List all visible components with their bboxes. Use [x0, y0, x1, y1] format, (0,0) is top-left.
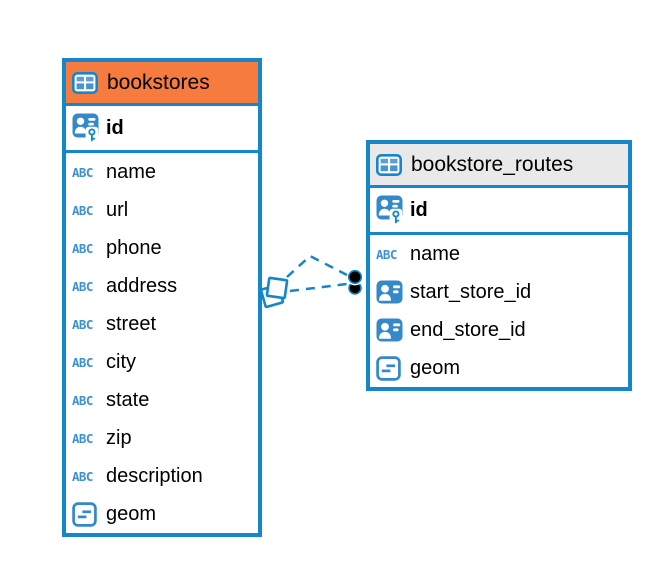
column-row-start_store_id[interactable]: start_store_id	[370, 273, 628, 311]
svg-text:ABC: ABC	[72, 393, 93, 408]
column-list: id ABC name ABC url ABC phone ABC addres…	[66, 106, 258, 533]
column-row-phone[interactable]: ABC phone	[66, 229, 258, 267]
table-icon	[72, 71, 98, 94]
person-reference-icon	[376, 318, 410, 342]
column-row-state[interactable]: ABC state	[66, 381, 258, 419]
column-row-url[interactable]: ABC url	[66, 191, 258, 229]
table-icon	[376, 153, 402, 176]
svg-text:ABC: ABC	[72, 317, 93, 332]
column-name: state	[106, 388, 150, 411]
column-row-id[interactable]: id	[66, 106, 258, 153]
column-row-address[interactable]: ABC address	[66, 267, 258, 305]
column-name: id	[410, 198, 428, 221]
column-row-end_store_id[interactable]: end_store_id	[370, 311, 628, 349]
column-row-name[interactable]: ABC name	[66, 153, 258, 191]
primary-key-person-icon	[72, 113, 106, 144]
geometry-icon	[72, 501, 106, 527]
primary-key-person-icon	[376, 195, 410, 226]
svg-text:ABC: ABC	[376, 247, 397, 262]
table-bookstore-routes[interactable]: bookstore_routes id ABC name start_store…	[366, 140, 632, 391]
many-end-marker[interactable]	[259, 276, 289, 309]
text-abc-icon: ABC	[72, 164, 106, 181]
column-name: end_store_id	[410, 318, 526, 341]
column-name: url	[106, 198, 129, 221]
relationship-line-lower[interactable]	[289, 282, 348, 293]
text-abc-icon: ABC	[72, 202, 106, 219]
column-name: id	[106, 116, 124, 139]
svg-text:ABC: ABC	[72, 165, 93, 180]
relationship-line-upper[interactable]	[286, 254, 350, 278]
text-abc-icon: ABC	[72, 392, 106, 409]
one-end-marker[interactable]	[346, 268, 364, 295]
text-abc-icon: ABC	[72, 278, 106, 295]
column-name: start_store_id	[410, 280, 532, 303]
text-abc-icon: ABC	[72, 354, 106, 371]
column-name: description	[106, 464, 203, 487]
column-name: city	[106, 350, 136, 373]
text-abc-icon: ABC	[72, 316, 106, 333]
column-row-zip[interactable]: ABC zip	[66, 419, 258, 457]
column-row-id[interactable]: id	[370, 188, 628, 235]
column-name: name	[106, 160, 157, 183]
column-row-name[interactable]: ABC name	[370, 235, 628, 273]
column-name: street	[106, 312, 157, 335]
svg-text:ABC: ABC	[72, 469, 93, 484]
column-name: name	[410, 242, 461, 265]
table-title: bookstore_routes	[411, 152, 574, 176]
text-abc-icon: ABC	[72, 468, 106, 485]
svg-text:ABC: ABC	[72, 241, 93, 256]
table-bookstores[interactable]: bookstores id ABC name ABC url ABC phone…	[62, 58, 262, 537]
column-name: address	[106, 274, 178, 297]
column-row-city[interactable]: ABC city	[66, 343, 258, 381]
svg-text:ABC: ABC	[72, 279, 93, 294]
text-abc-icon: ABC	[376, 246, 410, 263]
column-row-description[interactable]: ABC description	[66, 457, 258, 495]
table-header-bookstores[interactable]: bookstores	[66, 62, 258, 106]
column-name: zip	[106, 426, 132, 449]
column-row-geom[interactable]: geom	[66, 495, 258, 533]
column-name: geom	[106, 502, 157, 525]
column-name: geom	[410, 356, 461, 379]
svg-text:ABC: ABC	[72, 431, 93, 446]
column-row-street[interactable]: ABC street	[66, 305, 258, 343]
svg-text:ABC: ABC	[72, 203, 93, 218]
column-row-geom[interactable]: geom	[370, 349, 628, 387]
geometry-icon	[376, 355, 410, 381]
text-abc-icon: ABC	[72, 240, 106, 257]
svg-text:ABC: ABC	[72, 355, 93, 370]
column-name: phone	[106, 236, 162, 259]
text-abc-icon: ABC	[72, 430, 106, 447]
relationship-lines[interactable]	[286, 254, 350, 293]
person-reference-icon	[376, 280, 410, 304]
column-list: id ABC name start_store_id end_store_id …	[370, 188, 628, 387]
table-title: bookstores	[107, 70, 210, 94]
table-header-bookstore-routes[interactable]: bookstore_routes	[370, 144, 628, 188]
